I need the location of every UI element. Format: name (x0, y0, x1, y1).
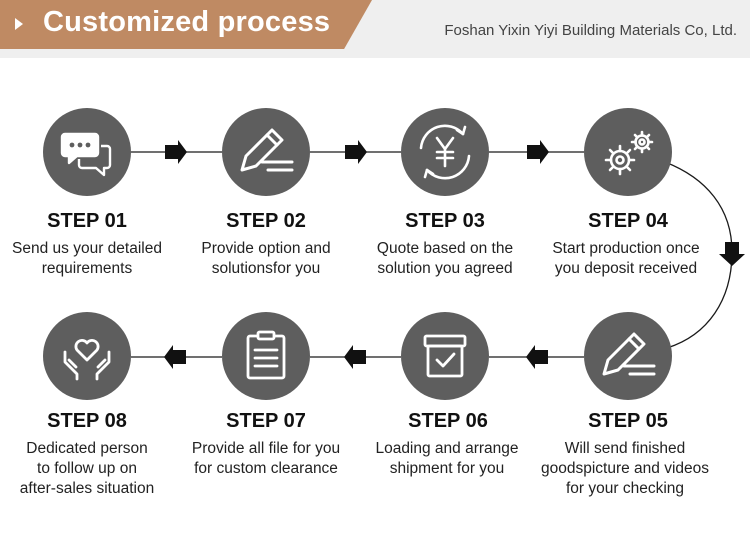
step-06-line-2: shipment for you (389, 460, 505, 477)
step-07-circle (222, 312, 310, 400)
box-check-icon (423, 334, 467, 378)
step-07-line-2: for custom clearance (194, 460, 338, 477)
step-06-description: Loading and arrange shipment for you (347, 439, 547, 479)
step-04-line-2: you deposit received (554, 260, 698, 277)
step-08-line-1: Dedicated person (26, 440, 148, 457)
chat-bubbles-icon (60, 132, 112, 177)
step-06-line-1: Loading and arrange (375, 440, 519, 457)
arrow-right-icon (165, 140, 187, 164)
step-08-description: Dedicated person to follow up on after-s… (0, 439, 187, 499)
step-05-line-2: goodspicture and videos (540, 460, 710, 477)
pencil-icon (602, 332, 656, 376)
step-08-circle (43, 312, 131, 400)
arrow-down-icon (719, 242, 745, 266)
play-arrow-icon (15, 18, 23, 30)
heart-hands-icon (63, 339, 111, 381)
step-05-title: STEP 05 (588, 410, 668, 432)
page-title: Customized process (43, 6, 331, 38)
step-01-title: STEP 01 (47, 210, 127, 232)
arrow-right-icon (345, 140, 367, 164)
step-07-line-1: Provide all file for you (191, 440, 341, 457)
step-07-description: Provide all file for you for custom clea… (166, 439, 366, 479)
step-01-line-2: requirements (41, 260, 133, 277)
step-04-title: STEP 04 (588, 210, 668, 232)
yuan-cycle-icon (419, 124, 471, 180)
step-05-circle (584, 312, 672, 400)
step-02-description: Provide option and solutionsfor you (166, 239, 366, 279)
step-07-title: STEP 07 (226, 410, 306, 432)
step-01-line-1: Send us your detailed (12, 240, 162, 257)
step-05-line-1: Will send finished (564, 440, 686, 457)
gears-icon (604, 130, 654, 176)
arrow-left-icon (164, 345, 186, 369)
clipboard-icon (246, 330, 286, 380)
step-05-description: Will send finished goodspicture and vide… (525, 439, 725, 499)
step-05-line-3: for your checking (565, 480, 685, 497)
step-06-title: STEP 06 (408, 410, 488, 432)
step-02-line-1: Provide option and (201, 240, 331, 257)
step-04-line-1: Start production once (552, 240, 700, 257)
pencil-icon (240, 128, 294, 172)
step-02-title: STEP 02 (226, 210, 306, 232)
title-banner (0, 0, 372, 49)
step-06-circle (401, 312, 489, 400)
step-03-line-1: Quote based on the (376, 240, 514, 257)
step-01-circle (43, 108, 131, 196)
step-08-line-2: to follow up on (37, 460, 137, 477)
arrow-left-icon (344, 345, 366, 369)
step-03-line-2: solution you agreed (377, 260, 513, 277)
step-04-circle (584, 108, 672, 196)
step-04-description: Start production once you deposit receiv… (526, 239, 726, 279)
step-03-description: Quote based on the solution you agreed (345, 239, 545, 279)
step-02-circle (222, 108, 310, 196)
step-01-description: Send us your detailed requirements (0, 239, 187, 279)
arrow-left-icon (526, 345, 548, 369)
company-name: Foshan Yixin Yiyi Building Materials Co,… (444, 22, 737, 39)
step-08-line-3: after-sales situation (19, 480, 155, 497)
step-02-line-2: solutionsfor you (211, 260, 321, 277)
step-03-circle (401, 108, 489, 196)
arrow-right-icon (527, 140, 549, 164)
step-08-title: STEP 08 (47, 410, 127, 432)
step-03-title: STEP 03 (405, 210, 485, 232)
